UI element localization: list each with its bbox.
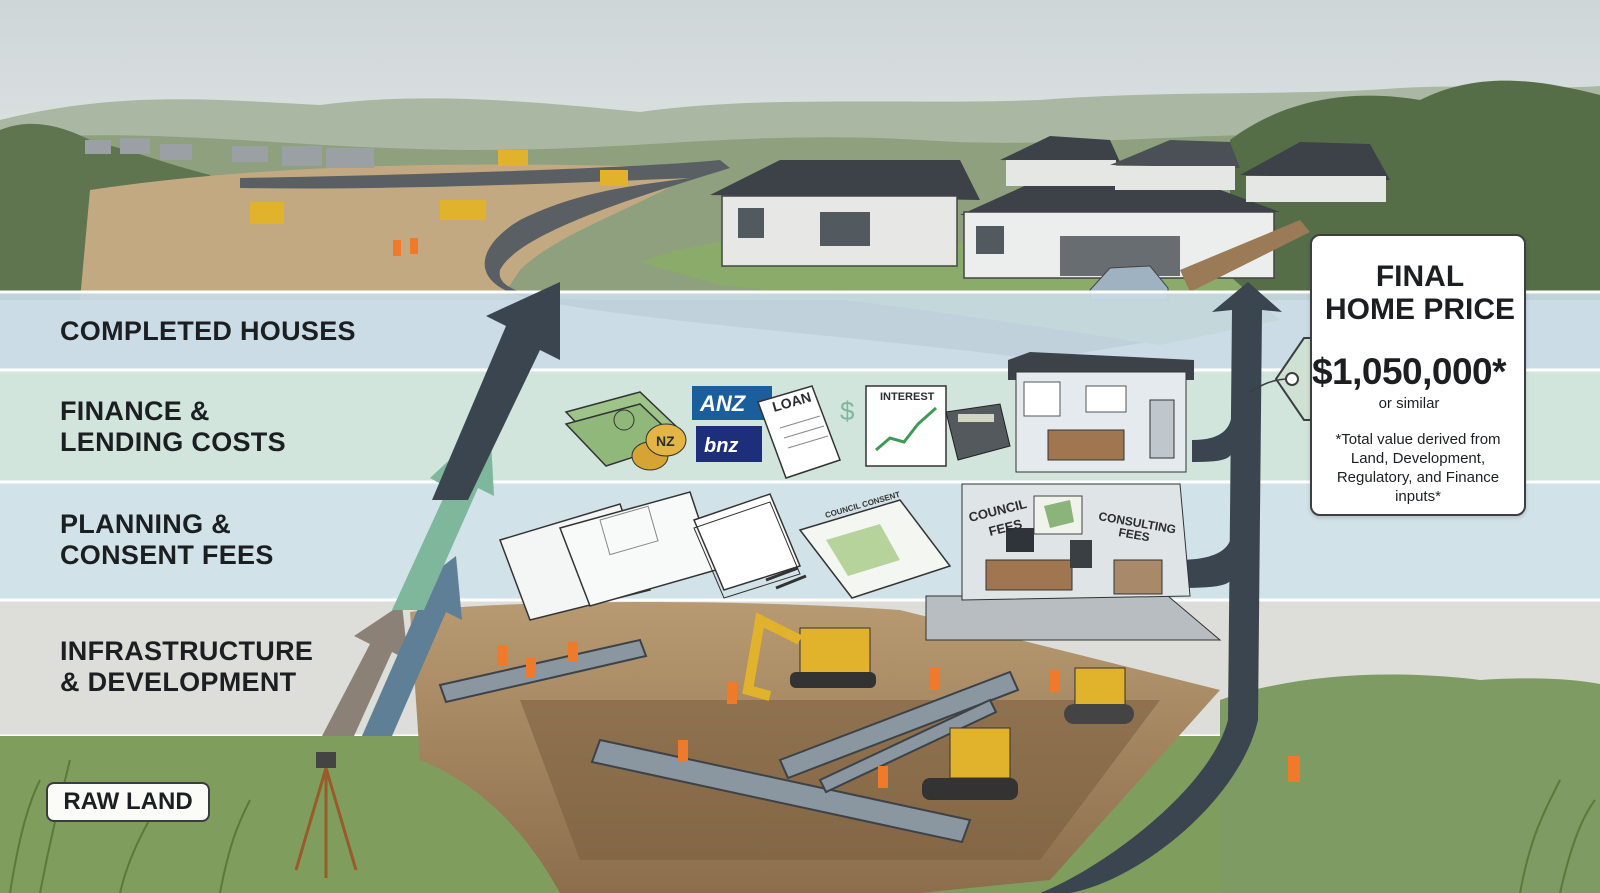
price-note-line3: Regulatory, and Finance — [1336, 469, 1500, 486]
consent-map — [798, 499, 952, 599]
price-footnote: *Total value derived from Land, Developm… — [1324, 430, 1512, 506]
interest-label: INTEREST — [880, 391, 935, 403]
final-price-card: FINAL HOME PRICE *Total value derived fr… — [1310, 234, 1526, 516]
price-note-line4: inputs* — [1395, 488, 1441, 505]
excavator-main — [742, 612, 876, 701]
label-planning-line1: PLANNING & — [60, 509, 231, 539]
dollar-icon: $ — [840, 396, 855, 426]
price-note-line2: Land, Development, — [1350, 450, 1486, 467]
right-hills — [1220, 674, 1600, 893]
loan-document — [757, 385, 841, 479]
price-note-line1: *Total value derived from — [1335, 431, 1501, 448]
bank1-label: ANZ — [699, 391, 747, 416]
coin-label: NZ — [656, 433, 675, 449]
distant-machines — [250, 150, 628, 224]
survey-tripod — [294, 752, 358, 878]
label-infra-line1: INFRASTRUCTURE — [60, 636, 314, 666]
tag-string — [1249, 378, 1287, 393]
label-completed-houses: COMPLETED HOUSES — [60, 316, 356, 346]
calculator-icon — [945, 403, 1011, 461]
pipes — [438, 638, 1020, 844]
label-raw-land: RAW LAND — [46, 782, 210, 822]
bank-office — [1008, 352, 1194, 473]
arrow-planning — [362, 556, 462, 736]
price-amount-sub: or similar — [1378, 395, 1440, 412]
price-amount: $1,050,000* — [1311, 351, 1507, 392]
pens — [765, 566, 807, 590]
price-title-line1: FINAL — [1375, 260, 1465, 293]
price-title-line2: HOME PRICE — [1324, 293, 1516, 326]
consulting-fees-line2: FEES — [1117, 525, 1150, 544]
blueprints — [499, 491, 717, 621]
roller — [1064, 667, 1134, 724]
document-stack — [692, 493, 802, 599]
flow-arrow — [1040, 282, 1282, 893]
completed-houses-illustration — [710, 136, 1390, 301]
bank2-logo — [696, 426, 762, 462]
label-finance-line2: LENDING COSTS — [60, 427, 286, 457]
council-office — [925, 483, 1222, 641]
label-infra-line2: & DEVELOPMENT — [60, 667, 297, 697]
flow-branch-office — [1192, 410, 1232, 462]
price-tag-hole — [1285, 372, 1299, 386]
bulldozer — [922, 727, 1018, 800]
price-title: FINAL HOME PRICE — [1312, 260, 1528, 326]
distant-houses — [85, 138, 374, 168]
nz-coins — [631, 423, 687, 471]
arrow-infrastructure — [322, 604, 408, 736]
bank2-label: bnz — [704, 435, 738, 457]
workers — [393, 238, 1300, 788]
label-planning-line2: CONSENT FEES — [60, 540, 274, 570]
arrow-completed — [432, 282, 560, 500]
label-finance-line1: FINANCE & — [60, 396, 210, 426]
interest-chart — [865, 385, 947, 467]
flow-branch-consult — [1176, 530, 1232, 588]
earthworks-background — [80, 164, 700, 300]
